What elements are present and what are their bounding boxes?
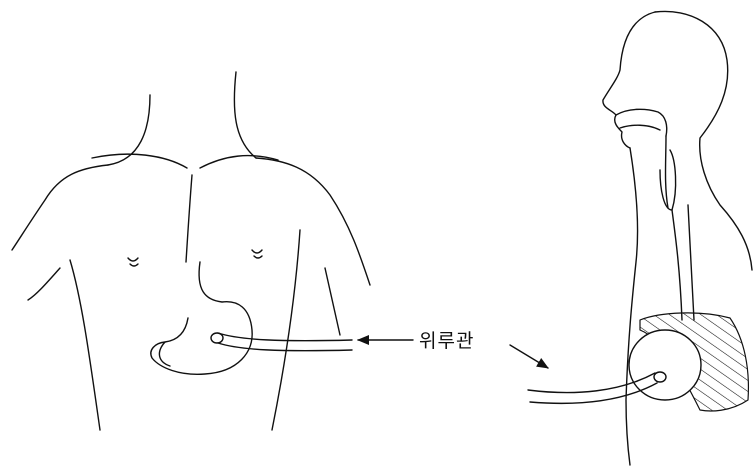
shoulder-left — [12, 165, 108, 250]
side-view-profile — [528, 11, 752, 465]
tube-front-lower — [218, 343, 352, 351]
neck-right — [234, 72, 256, 158]
sternum-line — [186, 175, 192, 262]
arm-left — [28, 268, 60, 300]
arrow-to-side-tube — [510, 345, 548, 368]
esophagus-back — [688, 205, 694, 320]
head-front-outline — [603, 12, 655, 148]
tongue — [620, 125, 660, 130]
collarbone-right — [200, 156, 278, 168]
side-left — [70, 260, 100, 430]
head-back-outline — [655, 11, 752, 270]
tube-label: 위루관 — [419, 326, 474, 353]
stomach-outline — [151, 262, 252, 374]
airway-loop — [660, 150, 676, 210]
arm-right-inner — [325, 268, 340, 335]
front-view-torso — [12, 72, 370, 430]
throat-front — [626, 148, 638, 465]
nipple-right — [252, 250, 262, 258]
esophagus-front — [672, 210, 682, 320]
nipple-left — [128, 258, 138, 266]
pharynx — [666, 136, 669, 208]
stomach-side — [629, 330, 701, 400]
stomach-fold — [159, 342, 170, 366]
side-right — [272, 230, 300, 430]
tube-front-upper — [218, 333, 352, 341]
mouth-cavity — [616, 109, 667, 136]
collarbone-left — [92, 154, 187, 168]
shoulder-right — [256, 158, 370, 285]
